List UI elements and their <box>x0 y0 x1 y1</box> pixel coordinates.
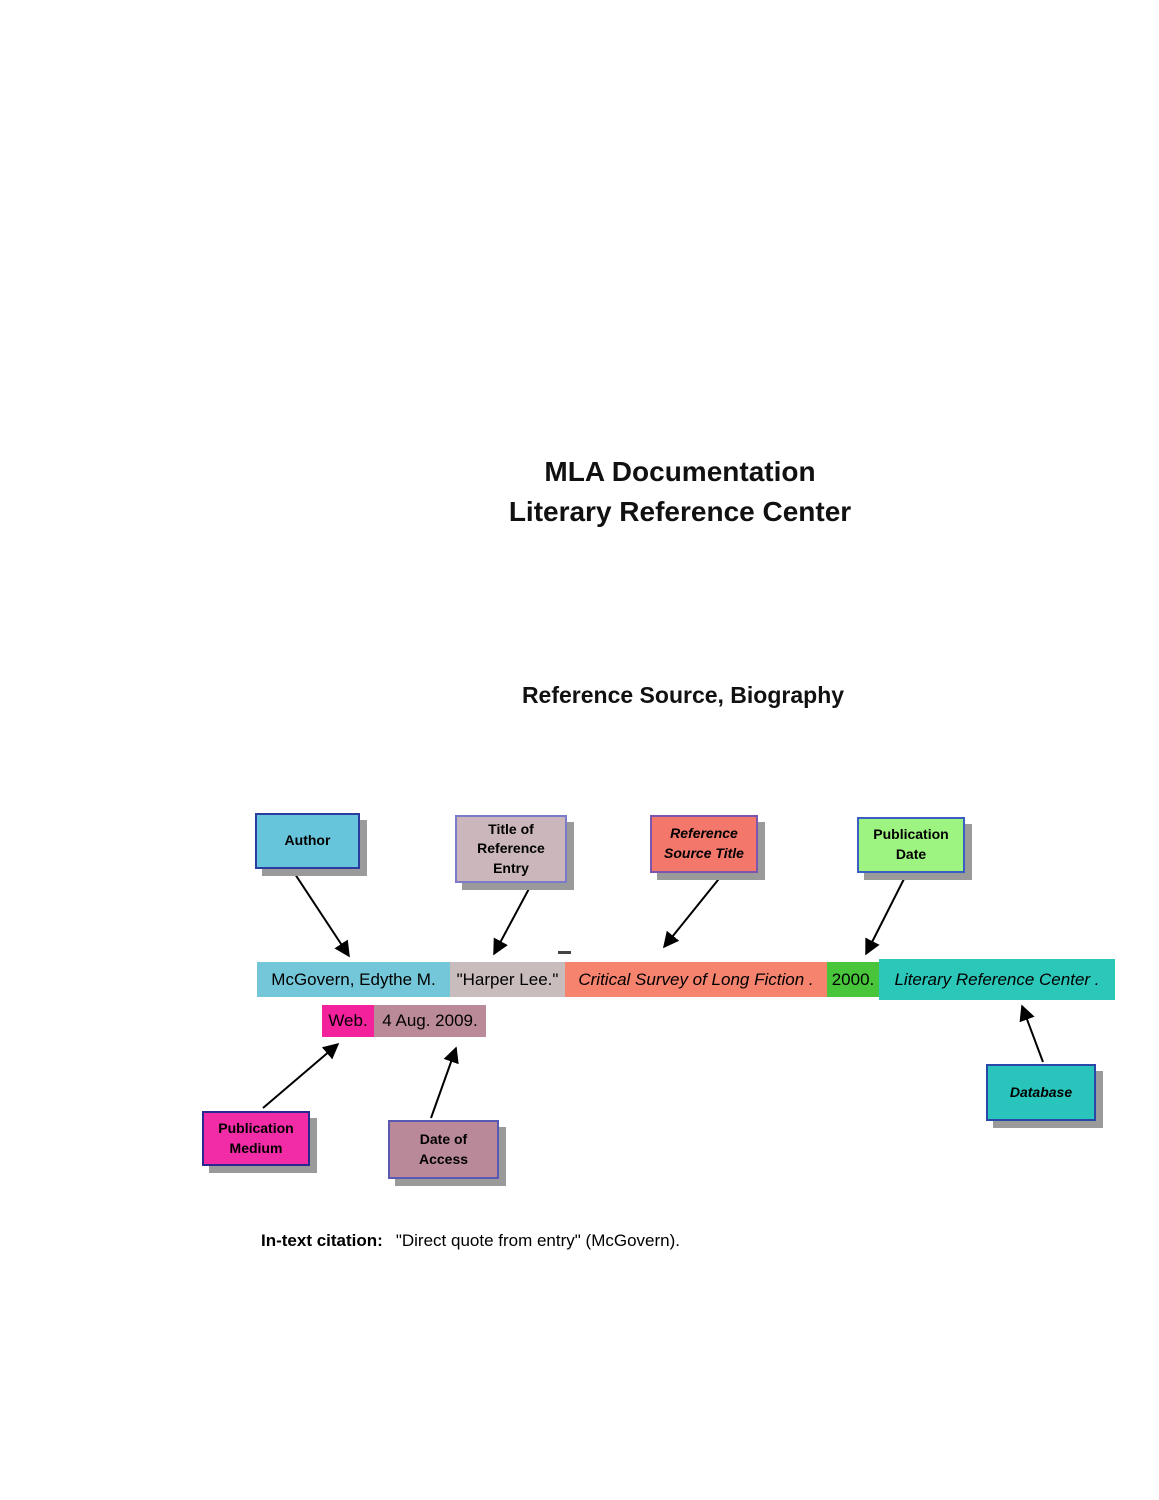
page-title-line2: Literary Reference Center <box>508 496 852 527</box>
citation-line-1: McGovern, Edythe M. "Harper Lee." Critic… <box>257 959 1115 1000</box>
arrow-publication-medium <box>262 1042 340 1109</box>
label-box-author: Author <box>255 813 360 869</box>
arrow-author <box>292 870 350 958</box>
citation-line-2: Web. 4 Aug. 2009. <box>322 1005 486 1037</box>
stray-dash-mark <box>558 951 571 954</box>
in-text-citation-example: "Direct quote from entry" (McGovern). <box>395 1231 680 1250</box>
arrow-title-of-reference-entry <box>493 884 532 956</box>
arrow-database <box>1019 1004 1044 1063</box>
arrow-reference-source-title <box>662 874 723 949</box>
page-subtitle: Reference Source, Biography <box>521 682 845 708</box>
label-box-date-of-access: Date of Access <box>388 1120 499 1179</box>
page-title-line1: MLA Documentation <box>544 456 816 487</box>
citation-access-date: 4 Aug. 2009. <box>374 1005 486 1037</box>
in-text-citation-label: In-text citation: <box>261 1231 383 1250</box>
label-box-database: Database <box>986 1064 1096 1121</box>
citation-publication-date: 2000. <box>827 962 879 997</box>
citation-entry-title: "Harper Lee." <box>450 962 565 997</box>
page-title: MLA Documentation Literary Reference Cen… <box>340 452 1020 532</box>
in-text-citation: In-text citation: "Direct quote from entr… <box>261 1231 680 1251</box>
citation-publication-medium: Web. <box>322 1005 374 1037</box>
citation-source-title: Critical Survey of Long Fiction . <box>565 962 827 997</box>
arrow-date-of-access <box>430 1046 459 1119</box>
citation-author: McGovern, Edythe M. <box>257 962 450 997</box>
label-box-title-of-reference-entry: Title of Reference Entry <box>455 815 567 883</box>
label-box-publication-medium: Publication Medium <box>202 1111 310 1166</box>
arrow-publication-date <box>865 874 907 956</box>
citation-database: Literary Reference Center . <box>879 959 1115 1000</box>
label-box-publication-date: Publication Date <box>857 817 965 873</box>
label-box-reference-source-title: Reference Source Title <box>650 815 758 873</box>
